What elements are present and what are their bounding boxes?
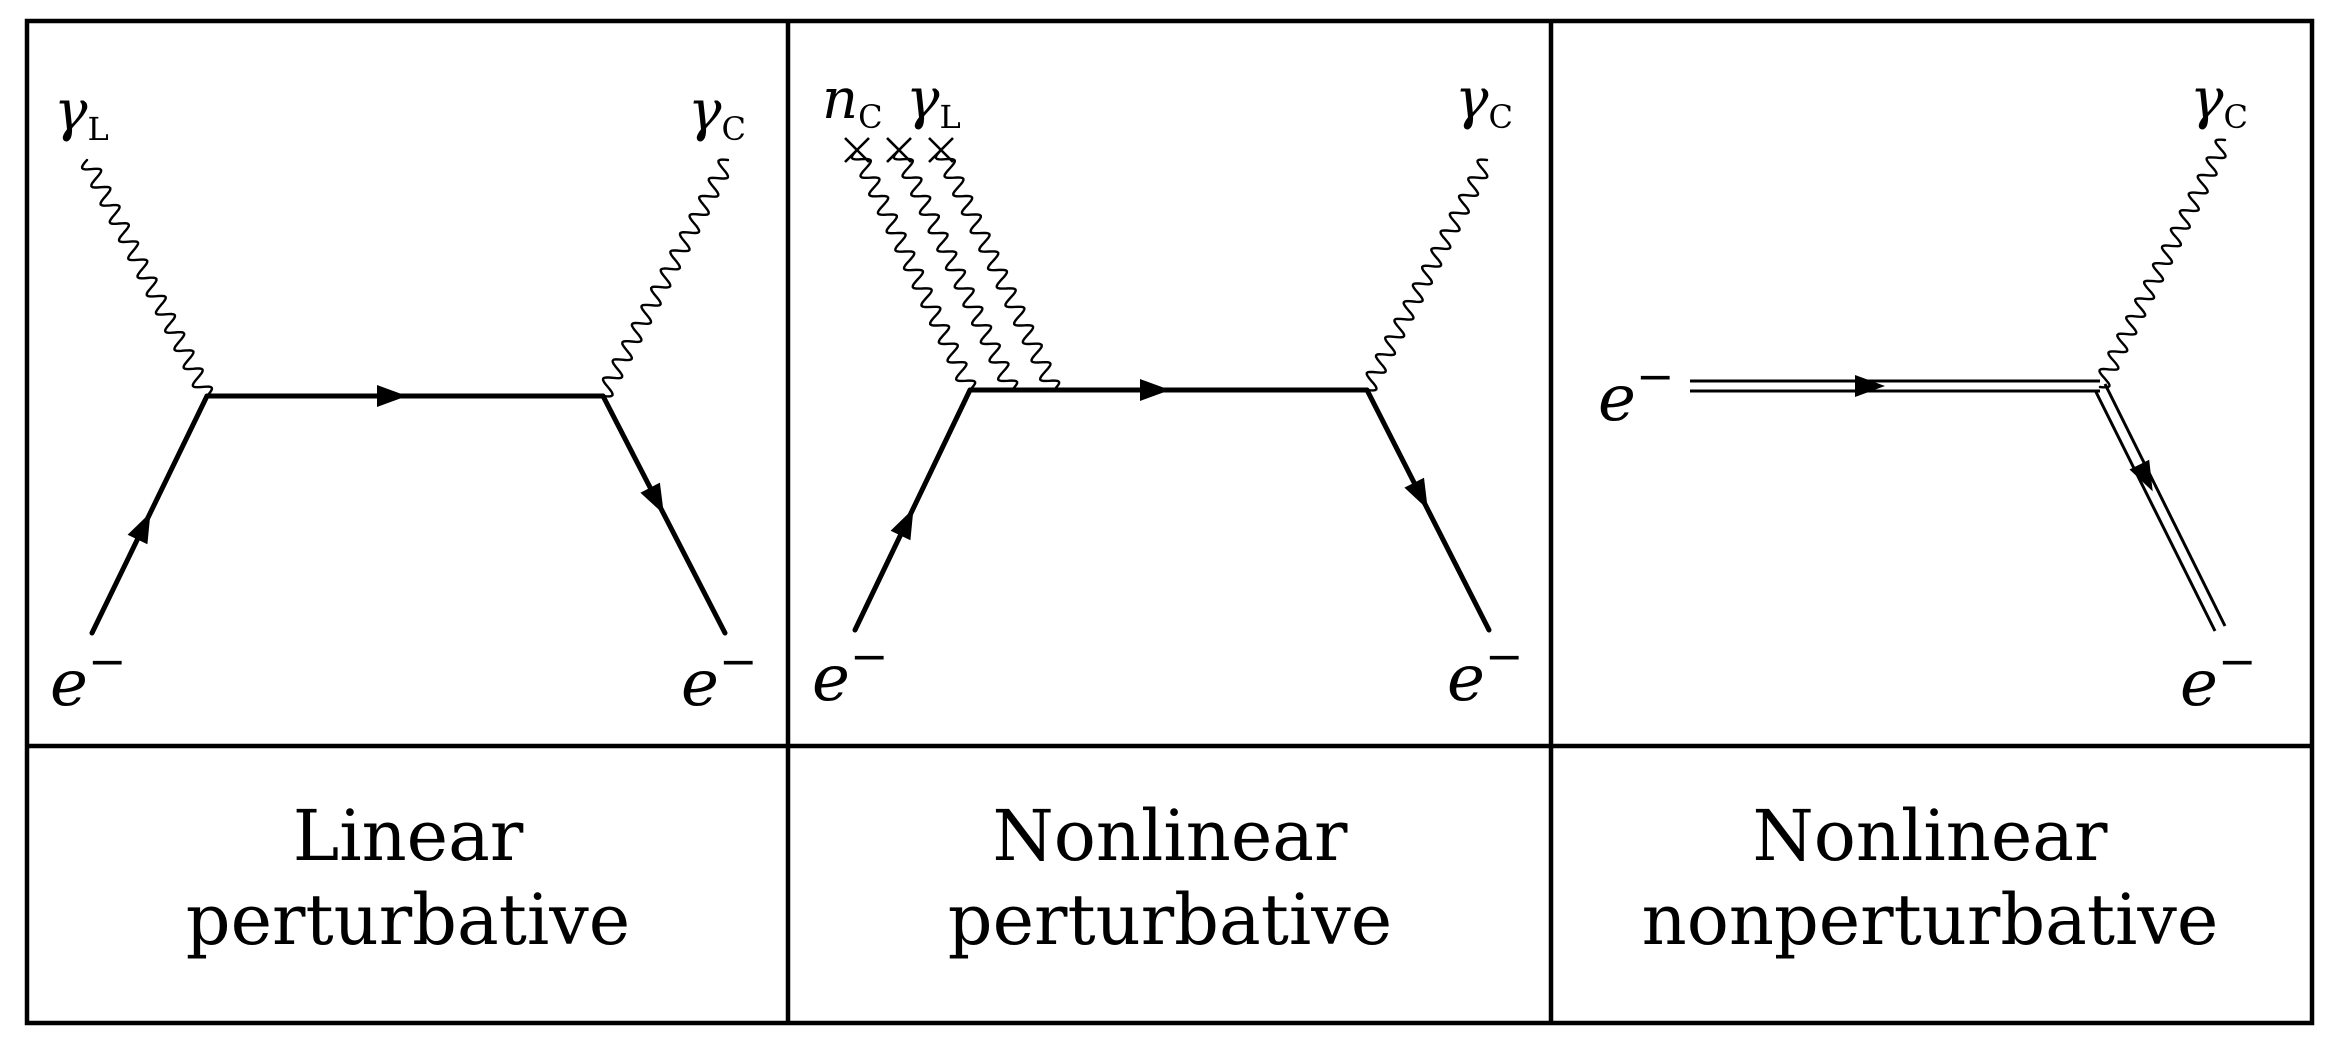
outgoing-compton-photon-line <box>1365 158 1489 392</box>
caption-line-1: Nonlinear <box>993 795 1348 877</box>
label-incoming-electron: e− <box>812 629 888 716</box>
label-outgoing-photon: γC <box>688 79 746 148</box>
caption-line-2: perturbative <box>186 879 630 961</box>
label-outgoing-photon: γC <box>1455 67 1513 136</box>
incoming-laser-photon-line-1 <box>850 148 977 392</box>
outgoing-electron-arrow <box>640 482 664 515</box>
panel-nonlinear-perturbative: nC γL γC e− e− Nonlinear perturbative <box>812 67 1523 961</box>
label-incoming-electron: e− <box>50 634 126 721</box>
label-photon-count: nC <box>822 67 883 136</box>
incoming-laser-photon-line-3 <box>934 148 1061 392</box>
outgoing-dressed-electron-line <box>2093 383 2227 632</box>
caption-line-2: perturbative <box>948 879 1392 961</box>
incoming-electron-arrow <box>890 508 914 541</box>
panel-linear-perturbative: γL γC e− e− Linear perturbative <box>50 79 757 961</box>
laser-field-cross-3 <box>928 137 954 163</box>
diagram-linear-perturbative <box>80 158 730 636</box>
outgoing-electron-arrow <box>1404 477 1428 510</box>
caption-line-1: Linear <box>293 795 524 877</box>
incoming-dressed-electron-line <box>1690 379 2100 393</box>
label-incoming-photon: γL <box>906 67 961 136</box>
caption-line-1: Nonlinear <box>1753 795 2108 877</box>
label-outgoing-electron: e− <box>2180 634 2256 721</box>
incoming-electron-arrow <box>1855 375 1885 397</box>
incoming-electron-arrow <box>127 512 151 545</box>
laser-field-cross-2 <box>886 137 912 163</box>
label-outgoing-photon: γC <box>2190 67 2248 136</box>
laser-field-cross-1 <box>844 137 870 163</box>
propagator-arrow <box>377 385 407 407</box>
outgoing-electron-line <box>1364 387 1492 633</box>
panel-nonlinear-nonperturbative: γC e− e− Nonlinear nonperturbative <box>1598 67 2256 961</box>
outgoing-compton-photon-line <box>2098 138 2227 389</box>
propagator-arrow <box>1140 379 1170 401</box>
label-outgoing-electron: e− <box>681 634 757 721</box>
outer-border <box>24 18 2315 1026</box>
label-incoming-photon: γL <box>54 79 109 148</box>
label-incoming-electron: e− <box>1598 349 1674 436</box>
caption-line-2: nonperturbative <box>1642 879 2219 961</box>
table-frame <box>24 18 2315 1026</box>
outgoing-compton-photon-line <box>601 158 730 398</box>
diagram-nonlinear-perturbative <box>844 137 1492 633</box>
incoming-laser-photon-line <box>80 158 214 398</box>
diagram-nonlinear-nonperturbative <box>1690 138 2227 632</box>
outgoing-electron-arrow <box>2129 459 2153 492</box>
outgoing-electron-line <box>600 393 728 636</box>
incoming-laser-photon-line-2 <box>892 148 1019 392</box>
label-outgoing-electron: e− <box>1447 629 1523 716</box>
